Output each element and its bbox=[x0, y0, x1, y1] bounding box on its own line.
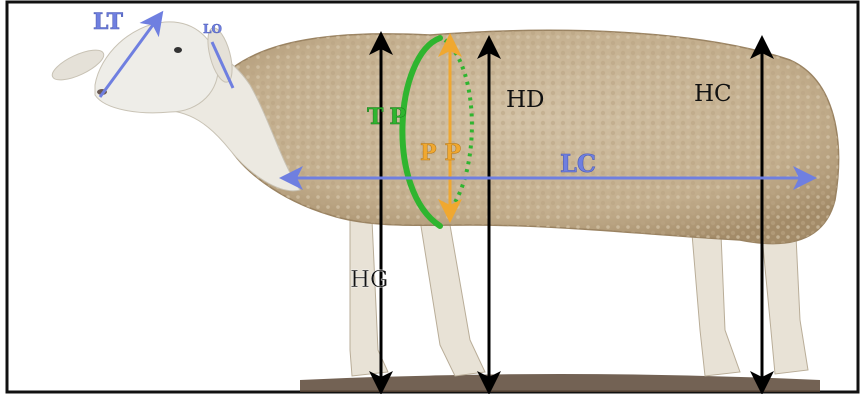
lt-label: LT bbox=[93, 9, 124, 35]
hg-label: HG bbox=[350, 267, 388, 293]
lo-label: LO bbox=[203, 22, 222, 36]
pp-label: PP bbox=[420, 140, 469, 166]
tp-label: TP bbox=[367, 104, 412, 130]
lc-label: LC bbox=[560, 149, 596, 178]
hd-label: HD bbox=[506, 87, 545, 113]
hc-label: HC bbox=[694, 81, 732, 107]
